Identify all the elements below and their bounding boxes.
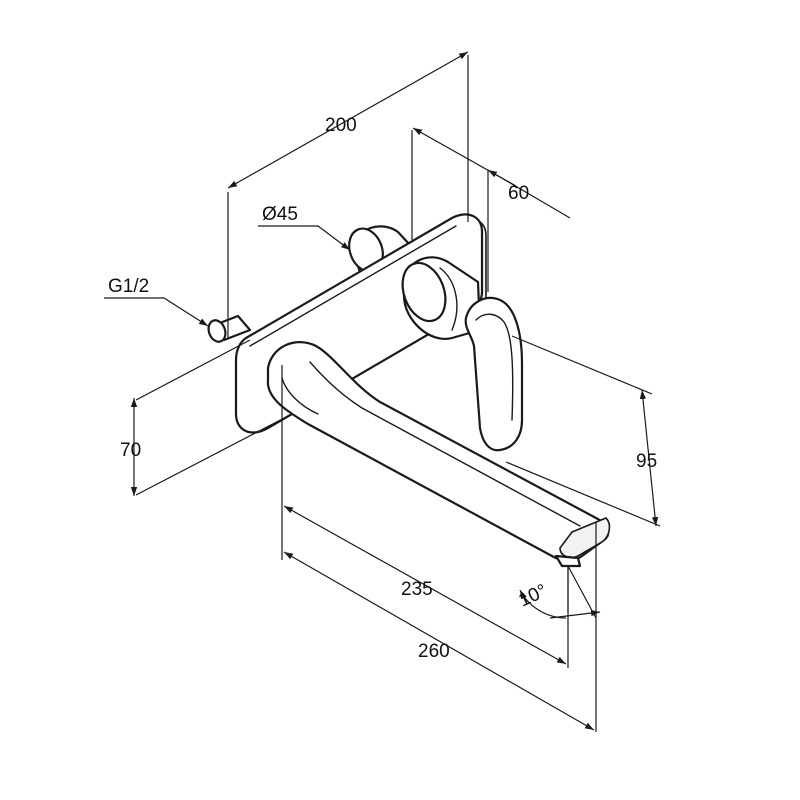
dim-235-label: 235 xyxy=(401,579,433,600)
dim-95-line xyxy=(639,389,659,527)
dim-45-label: Ø45 xyxy=(262,204,298,225)
g12-connection-pipe xyxy=(207,314,252,343)
control-knob xyxy=(401,256,482,341)
dim-260-label: 260 xyxy=(418,641,450,662)
dim-95-label: 95 xyxy=(636,451,657,472)
dim-45-leader xyxy=(258,225,351,251)
dimension-labels: 200 60 Ø45 G1/2 70 95 235 260 10° xyxy=(108,115,657,662)
dim-260-line xyxy=(283,551,595,731)
dim-g12-leader xyxy=(104,297,209,327)
faucet-body xyxy=(207,213,611,568)
dim-200-label: 200 xyxy=(325,115,357,136)
dim-60-label: 60 xyxy=(508,183,529,204)
dim-70-label: 70 xyxy=(120,440,141,461)
dimension-lines xyxy=(104,51,659,731)
extension-lines xyxy=(135,55,661,732)
spout xyxy=(266,341,611,568)
angle-10-label: 10° xyxy=(515,580,550,611)
dim-200-line xyxy=(227,51,469,189)
lever-handle xyxy=(464,296,524,452)
angle-arc xyxy=(519,589,567,619)
dim-g12-label: G1/2 xyxy=(108,276,149,297)
